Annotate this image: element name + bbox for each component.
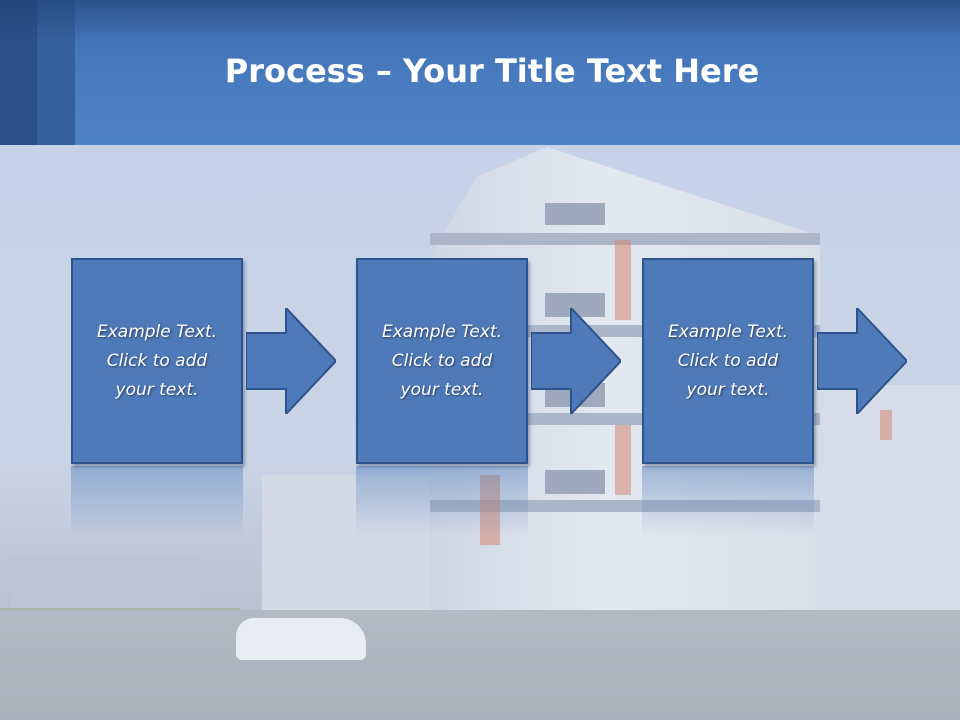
- process-step-1[interactable]: Example Text. Click to add your text.: [71, 258, 243, 464]
- right-arrow-icon: [531, 308, 621, 414]
- header-shade: [0, 0, 960, 40]
- facade-accent: [480, 475, 500, 545]
- slide-title-bold: Process: [224, 52, 365, 90]
- facade-accent: [615, 240, 631, 320]
- step-text[interactable]: Example Text. Click to add your text.: [96, 321, 218, 400]
- window: [545, 470, 605, 494]
- balcony-stripe: [430, 233, 820, 245]
- step-text[interactable]: Example Text. Click to add your text.: [667, 321, 789, 400]
- box-reflection: [71, 466, 243, 536]
- parked-car: [236, 618, 366, 660]
- slide-title[interactable]: Process – Your Title Text Here: [0, 52, 960, 90]
- facade-accent: [615, 425, 631, 495]
- window: [545, 203, 605, 225]
- process-step-3[interactable]: Example Text. Click to add your text.: [642, 258, 814, 464]
- title-banner: Process – Your Title Text Here: [0, 0, 960, 145]
- box-reflection: [356, 466, 528, 536]
- right-arrow-icon: [246, 308, 336, 414]
- process-step-2[interactable]: Example Text. Click to add your text.: [356, 258, 528, 464]
- facade-accent: [880, 410, 892, 440]
- street: [0, 610, 960, 720]
- balcony-stripe: [430, 500, 820, 512]
- box-reflection: [642, 466, 814, 536]
- right-arrow-icon: [817, 308, 907, 414]
- slide-title-rest: – Your Title Text Here: [364, 52, 760, 90]
- step-text[interactable]: Example Text. Click to add your text.: [381, 321, 503, 400]
